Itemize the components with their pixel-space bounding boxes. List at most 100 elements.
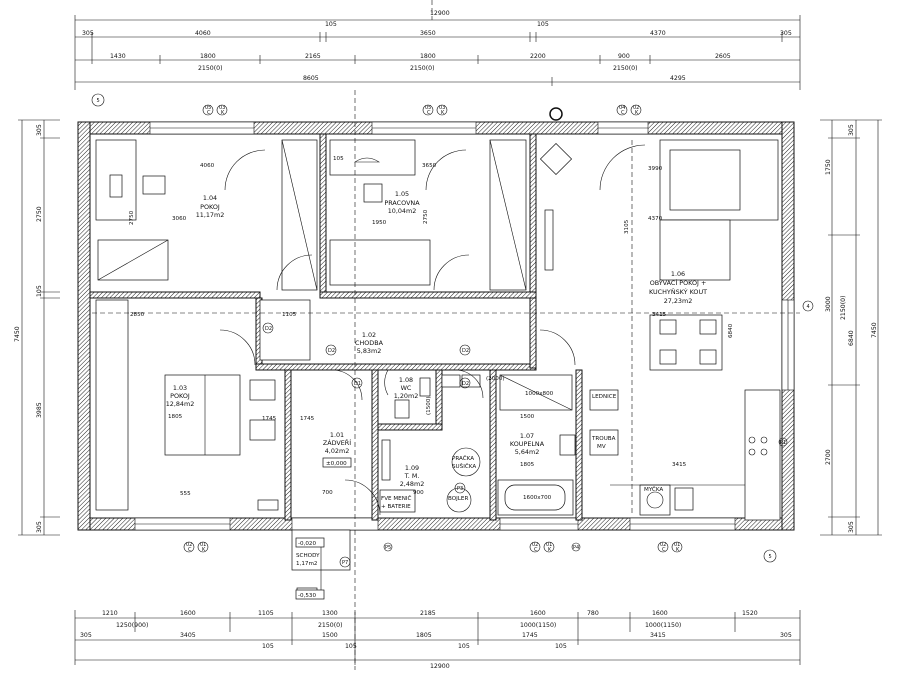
svg-text:4370: 4370 [648,216,663,222]
svg-text:1430: 1430 [110,53,126,60]
svg-text:105: 105 [325,21,337,28]
svg-text:2150(0): 2150(0) [410,65,435,72]
svg-text:KUCHYŇSKÝ KOUT: KUCHYŇSKÝ KOUT [649,287,707,296]
svg-text:780: 780 [587,610,599,617]
svg-text:12,84m2: 12,84m2 [166,400,195,408]
svg-text:1950: 1950 [372,220,387,226]
svg-text:3650: 3650 [420,30,436,37]
svg-text:PRAČKA: PRAČKA [452,455,474,462]
svg-text:1500: 1500 [520,414,535,420]
svg-text:P7: P7 [342,560,348,566]
svg-text:1000x800: 1000x800 [525,391,554,397]
interior-dimensions: 4060 3060 2750 105 3650 1950 2750 3990 4… [129,156,734,497]
svg-text:2700: 2700 [825,449,832,465]
door-swings [219,144,646,516]
svg-text:1600: 1600 [652,610,668,617]
svg-text:2750: 2750 [423,209,429,224]
room-label-1-07: 1.07 KOUPELNA 5,64m2 [510,432,545,456]
svg-text:1250(900): 1250(900) [116,622,148,629]
room-label-1-03: 1.03 POKOJ 12,84m2 [166,384,195,408]
svg-text:305: 305 [80,632,92,639]
svg-text:POKOJ: POKOJ [170,392,190,400]
svg-text:900: 900 [413,490,424,496]
bottom-dimensions: 1210 1600 1105 1300 2185 1600 780 1600 1… [74,610,801,670]
svg-text:T. M.: T. M. [404,472,420,480]
svg-text:04: 04 [619,105,625,111]
svg-text:6840: 6840 [728,323,734,338]
svg-text:-0,530: -0,530 [298,593,316,599]
svg-text:C: C [207,110,211,116]
svg-text:C: C [534,547,538,553]
svg-text:3415: 3415 [672,462,687,468]
svg-text:C: C [621,110,625,116]
svg-text:1000(1150): 1000(1150) [645,622,681,629]
svg-text:105: 105 [555,643,567,650]
room-label-schody: SCHODY 1,17m2 [296,553,320,567]
svg-text:C: C [188,547,192,553]
svg-text:5,83m2: 5,83m2 [357,347,382,355]
svg-text:05: 05 [205,105,211,111]
svg-text:+ BATERIE: + BATERIE [381,504,411,510]
svg-text:4,02m2: 4,02m2 [325,447,350,455]
svg-text:KOUPELNA: KOUPELNA [510,440,545,448]
svg-text:305: 305 [82,30,94,37]
svg-text:1.09: 1.09 [405,464,419,472]
svg-text:11,17m2: 11,17m2 [196,211,225,219]
svg-text:CHODBA: CHODBA [355,339,384,347]
svg-text:PRACOVNA: PRACOVNA [384,199,420,207]
svg-text:4295: 4295 [670,75,686,82]
interior-walls [89,133,583,521]
svg-text:1745: 1745 [262,416,277,422]
svg-text:305: 305 [36,124,43,136]
svg-text:4370: 4370 [650,30,666,37]
room-label-1-08: 1.08 WC 1,20m2 [394,376,419,400]
svg-text:12900: 12900 [430,663,450,670]
svg-text:02: 02 [532,542,538,548]
room-label-1-05: 1.05 PRACOVNA 10,04m2 [384,190,420,215]
svg-text:MYČKA: MYČKA [644,486,663,493]
svg-text:1105: 1105 [282,312,297,318]
svg-text:1.02: 1.02 [362,331,376,339]
right-dimensions: 305 1750 3000 2700 305 2150(0) 6840 7450 [820,119,882,536]
svg-text:7450: 7450 [14,326,21,342]
svg-text:3415: 3415 [650,632,666,639]
svg-text:3105: 3105 [624,219,630,234]
svg-text:1520: 1520 [742,610,758,617]
outer-walls [77,121,795,531]
svg-text:FVE MENIČ: FVE MENIČ [381,495,412,502]
left-dimensions: 305 2750 105 3985 305 7450 [14,119,60,536]
svg-text:1805: 1805 [520,462,535,468]
fixture-labels: LEDNICE TROUBA MV MYČKA PRAČKA SUŠIČKA B… [381,391,663,510]
svg-text:1,20m2: 1,20m2 [394,392,419,400]
svg-text:02: 02 [633,105,639,111]
svg-text:1.05: 1.05 [395,190,409,198]
svg-text:700: 700 [322,490,333,496]
svg-text:(2000): (2000) [486,376,505,382]
svg-text:1300: 1300 [322,610,338,617]
room-label-1-09: 1.09 T. M. 2,48m2 [400,464,425,488]
svg-text:03: 03 [439,105,445,111]
room-label-1-06: 1.06 OBÝVACÍ POKOJ + KUCHYŇSKÝ KOUT 27,2… [649,270,707,305]
svg-text:1.06: 1.06 [671,270,685,278]
svg-text:105: 105 [333,156,344,162]
svg-text:K: K [635,110,639,116]
svg-text:1500: 1500 [322,632,338,639]
svg-text:POKOJ: POKOJ [200,203,220,211]
svg-text:2850: 2850 [130,312,145,318]
svg-text:1.04: 1.04 [203,194,217,202]
svg-text:105: 105 [36,285,43,297]
svg-text:05: 05 [425,105,431,111]
svg-text:1,17m2: 1,17m2 [296,561,317,567]
svg-text:K: K [441,110,445,116]
svg-text:01: 01 [200,542,206,548]
svg-text:D2: D2 [462,381,469,387]
room-label-1-01: 1.01 ZÁDVEŘÍ 4,02m2 [323,431,351,455]
svg-text:305: 305 [780,30,792,37]
svg-text:4060: 4060 [200,163,215,169]
svg-text:01: 01 [546,542,552,548]
svg-text:7450: 7450 [871,322,878,338]
svg-text:2750: 2750 [36,206,43,222]
svg-text:2150(0): 2150(0) [840,295,847,320]
svg-text:01: 01 [674,542,680,548]
svg-text:SUŠIČKA: SUŠIČKA [452,463,476,470]
